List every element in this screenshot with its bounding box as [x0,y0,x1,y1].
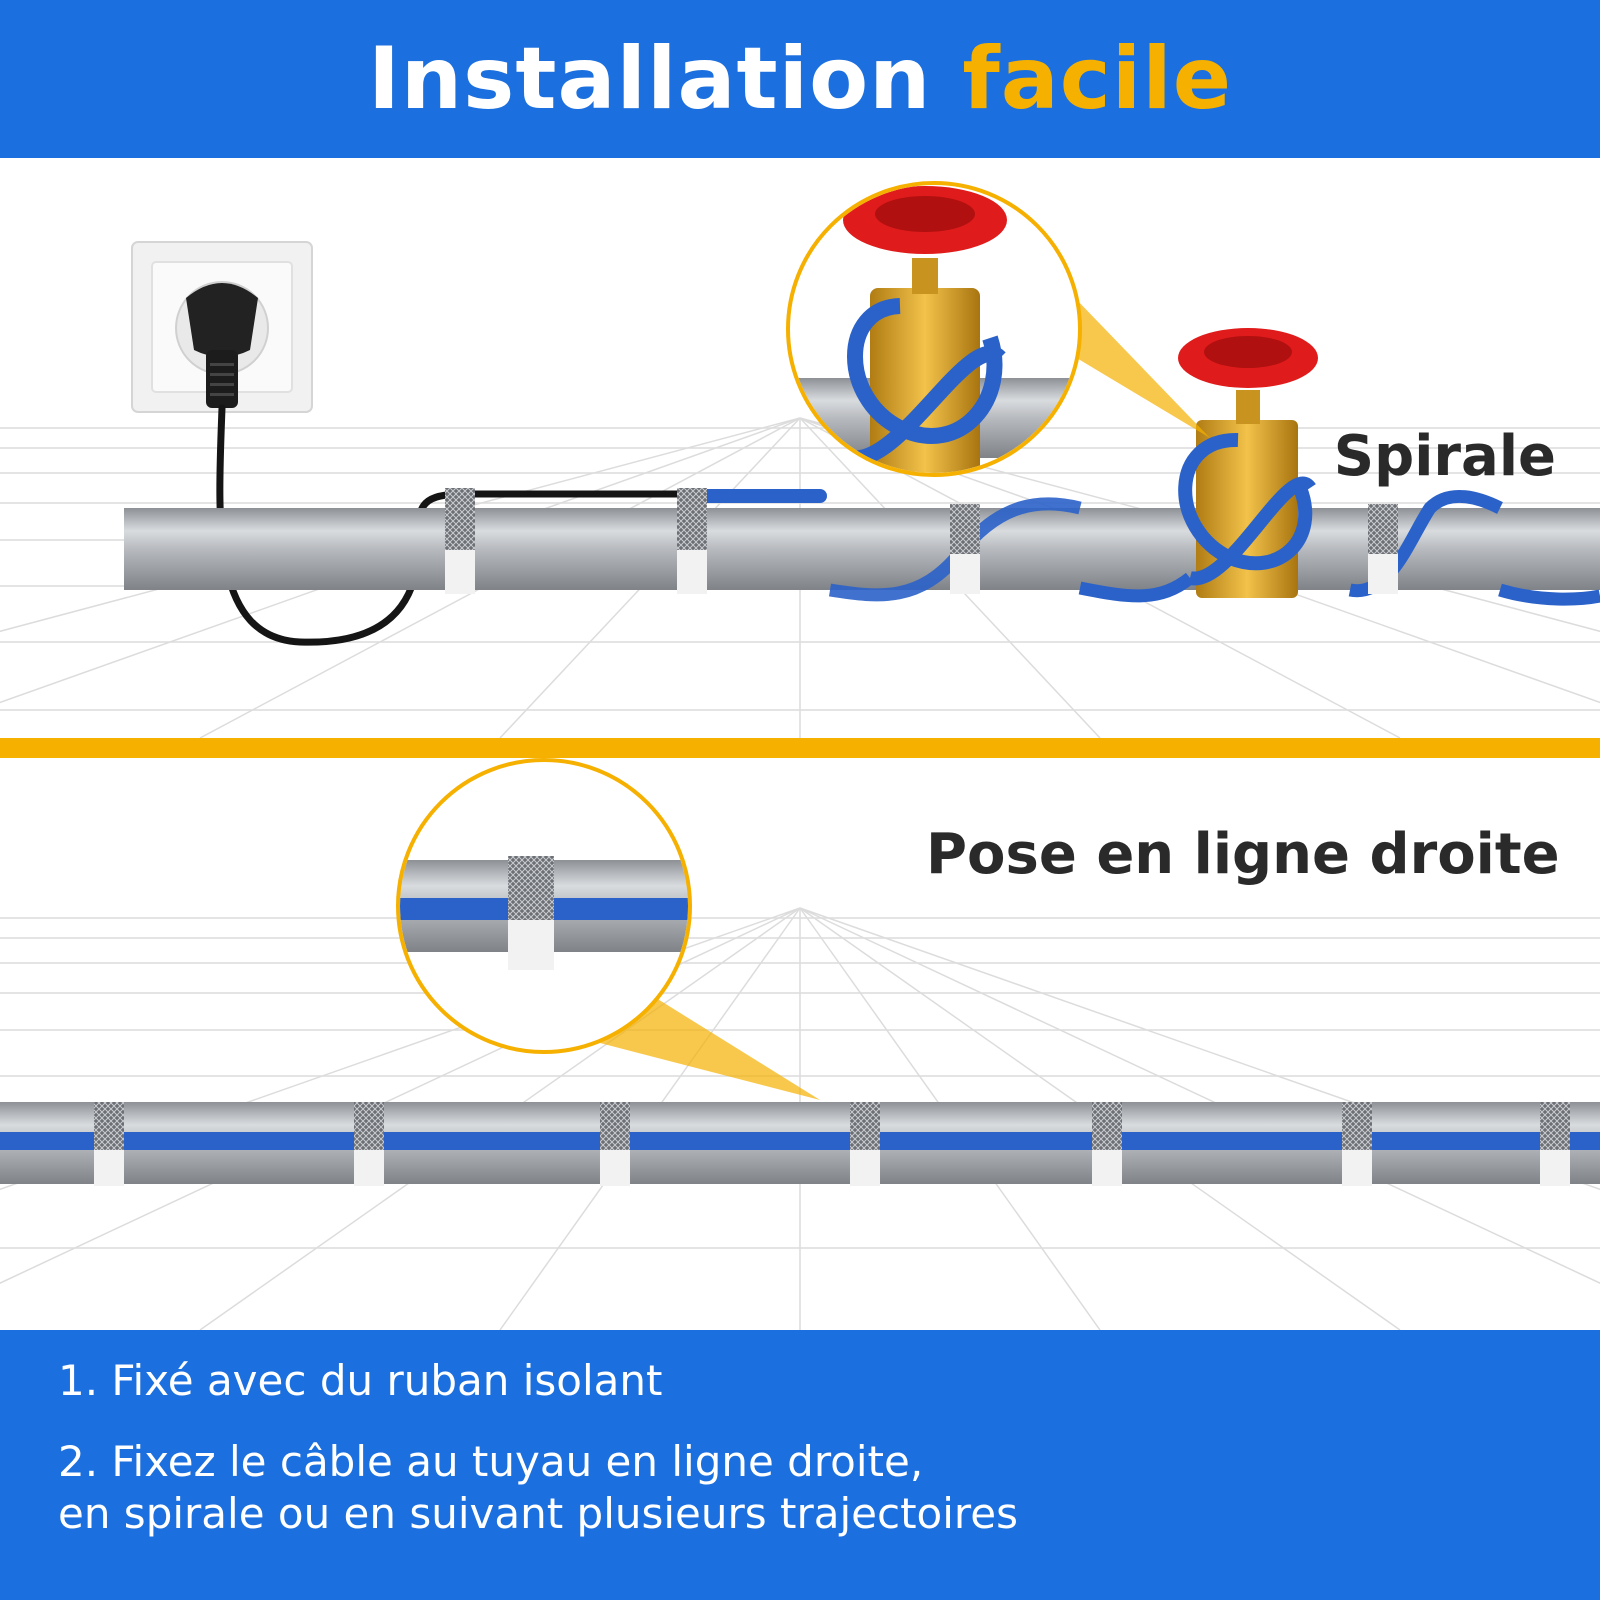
pipe-spiral [124,488,1600,606]
zoom-pointer [1060,298,1210,438]
zoom-lens-icon [786,181,1082,477]
instruction-step-1: 1. Fixé avec du ruban isolant [58,1356,663,1405]
title-accent: facile [962,29,1233,129]
title-main: Installation [367,29,932,129]
pipe-straight [0,1102,1600,1186]
instruction-step-2-line-1: 2. Fixez le câble au tuyau en ligne droi… [58,1437,924,1486]
straight-label: Pose en ligne droite [926,822,1560,887]
spiral-label: Spirale [1333,424,1556,489]
zoom-pointer [600,988,820,1100]
instruction-step-2-line-2: en spirale ou en suivant plusieurs traje… [58,1489,1018,1538]
title-banner: Installation facile [0,0,1600,158]
spiral-illustration [0,181,1600,738]
valve-icon [1178,328,1318,598]
section-divider [0,738,1600,758]
page-title: Installation facile [368,36,1232,122]
spiral-section: Spirale [0,158,1600,738]
zoom-lens-icon [396,758,692,1054]
instructions-banner [0,1330,1600,1600]
straight-section: Pose en ligne droite [0,758,1600,1330]
straight-illustration [0,758,1600,1330]
